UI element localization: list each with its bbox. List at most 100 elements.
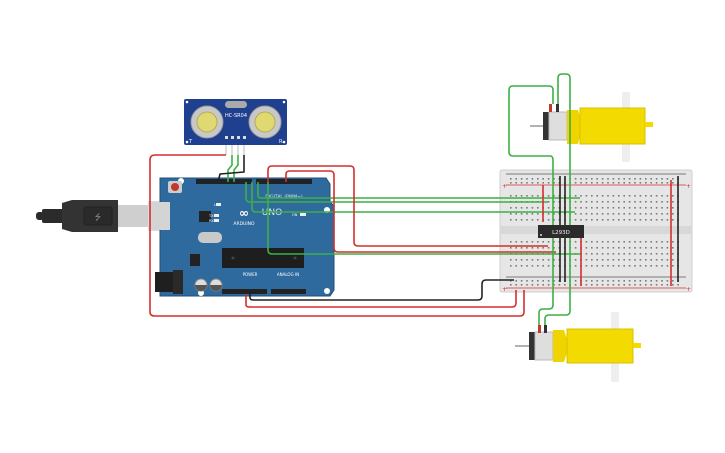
breadboard-hole[interactable] <box>520 213 523 215</box>
breadboard-hole[interactable] <box>655 201 658 203</box>
breadboard-hole[interactable] <box>628 207 631 209</box>
breadboard-hole[interactable] <box>553 247 555 249</box>
breadboard-hole[interactable] <box>531 259 534 261</box>
breadboard-hole[interactable] <box>580 213 582 215</box>
breadboard-hole[interactable] <box>547 178 550 180</box>
breadboard-hole[interactable] <box>672 241 674 243</box>
breadboard-hole[interactable] <box>596 284 598 286</box>
breadboard-hole[interactable] <box>645 201 647 203</box>
breadboard-hole[interactable] <box>677 284 679 286</box>
breadboard-hole[interactable] <box>650 247 652 249</box>
breadboard-hole[interactable] <box>591 247 593 249</box>
breadboard-hole[interactable] <box>618 213 620 215</box>
breadboard-hole[interactable] <box>672 213 674 215</box>
breadboard-hole[interactable] <box>585 284 588 286</box>
breadboard-hole[interactable] <box>520 241 523 243</box>
breadboard-hole[interactable] <box>650 182 652 184</box>
breadboard-hole[interactable] <box>585 178 588 180</box>
breadboard-hole[interactable] <box>537 178 539 180</box>
breadboard-hole[interactable] <box>520 247 523 249</box>
breadboard-hole[interactable] <box>596 247 598 249</box>
breadboard-hole[interactable] <box>655 247 658 249</box>
breadboard-hole[interactable] <box>666 265 669 267</box>
breadboard-hole[interactable] <box>585 207 588 209</box>
wire-red[interactable] <box>285 170 556 253</box>
breadboard-hole[interactable] <box>591 195 593 197</box>
breadboard-hole[interactable] <box>655 253 658 255</box>
breadboard-hole[interactable] <box>526 280 528 282</box>
breadboard-hole[interactable] <box>547 219 550 221</box>
breadboard-hole[interactable] <box>553 207 555 209</box>
breadboard-hole[interactable] <box>542 182 544 184</box>
breadboard-hole[interactable] <box>596 207 598 209</box>
breadboard-hole[interactable] <box>634 265 636 267</box>
breadboard-hole[interactable] <box>520 284 523 286</box>
breadboard-hole[interactable] <box>531 213 534 215</box>
breadboard-hole[interactable] <box>618 265 620 267</box>
breadboard-hole[interactable] <box>634 284 636 286</box>
breadboard-hole[interactable] <box>639 213 642 215</box>
breadboard-hole[interactable] <box>547 207 550 209</box>
breadboard-hole[interactable] <box>650 207 652 209</box>
breadboard-hole[interactable] <box>526 259 528 261</box>
breadboard-hole[interactable] <box>623 253 625 255</box>
breadboard-hole[interactable] <box>515 280 517 282</box>
breadboard-hole[interactable] <box>628 178 631 180</box>
breadboard-hole[interactable] <box>574 284 577 286</box>
breadboard-hole[interactable] <box>650 219 652 221</box>
breadboard-hole[interactable] <box>645 265 647 267</box>
breadboard-hole[interactable] <box>531 241 534 243</box>
breadboard-hole[interactable] <box>623 195 625 197</box>
breadboard-hole[interactable] <box>628 201 631 203</box>
breadboard-hole[interactable] <box>618 284 620 286</box>
breadboard-hole[interactable] <box>612 259 615 261</box>
breadboard-hole[interactable] <box>645 178 647 180</box>
wire-green[interactable] <box>557 73 571 225</box>
breadboard-hole[interactable] <box>537 182 539 184</box>
breadboard-hole[interactable] <box>639 284 642 286</box>
breadboard-hole[interactable] <box>623 284 625 286</box>
breadboard-hole[interactable] <box>596 241 598 243</box>
breadboard-hole[interactable] <box>661 207 663 209</box>
breadboard-hole[interactable] <box>553 182 555 184</box>
breadboard-hole[interactable] <box>537 241 539 243</box>
breadboard-hole[interactable] <box>607 182 609 184</box>
breadboard-hole[interactable] <box>596 201 598 203</box>
breadboard-hole[interactable] <box>520 265 523 267</box>
breadboard-hole[interactable] <box>634 207 636 209</box>
breadboard-hole[interactable] <box>623 219 625 221</box>
breadboard-hole[interactable] <box>607 178 609 180</box>
breadboard-hole[interactable] <box>628 259 631 261</box>
breadboard-hole[interactable] <box>585 241 588 243</box>
breadboard-hole[interactable] <box>666 219 669 221</box>
breadboard-hole[interactable] <box>639 201 642 203</box>
breadboard-hole[interactable] <box>645 207 647 209</box>
breadboard-hole[interactable] <box>547 201 550 203</box>
breadboard-hole[interactable] <box>580 201 582 203</box>
breadboard-hole[interactable] <box>618 178 620 180</box>
breadboard-hole[interactable] <box>607 247 609 249</box>
breadboard-hole[interactable] <box>591 280 593 282</box>
breadboard-hole[interactable] <box>639 207 642 209</box>
breadboard-hole[interactable] <box>628 280 631 282</box>
breadboard-hole[interactable] <box>553 259 555 261</box>
breadboard-hole[interactable] <box>510 182 512 184</box>
breadboard-hole[interactable] <box>553 280 555 282</box>
breadboard-hole[interactable] <box>526 207 528 209</box>
breadboard-hole[interactable] <box>601 247 604 249</box>
breadboard-hole[interactable] <box>650 195 652 197</box>
breadboard-hole[interactable] <box>672 201 674 203</box>
breadboard-hole[interactable] <box>628 182 631 184</box>
breadboard-hole[interactable] <box>645 259 647 261</box>
breadboard-hole[interactable] <box>515 195 517 197</box>
breadboard-hole[interactable] <box>526 284 528 286</box>
breadboard-hole[interactable] <box>634 213 636 215</box>
breadboard-hole[interactable] <box>520 280 523 282</box>
breadboard-hole[interactable] <box>553 201 555 203</box>
breadboard-hole[interactable] <box>612 253 615 255</box>
wire-green[interactable] <box>233 155 239 182</box>
breadboard-hole[interactable] <box>639 195 642 197</box>
breadboard-hole[interactable] <box>531 280 534 282</box>
breadboard-hole[interactable] <box>526 182 528 184</box>
breadboard-hole[interactable] <box>666 259 669 261</box>
